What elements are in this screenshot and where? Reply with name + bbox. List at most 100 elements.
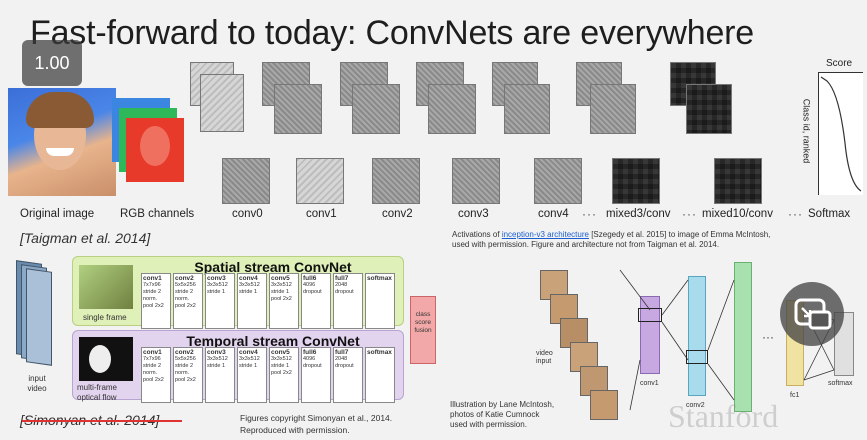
conv1-block [640,296,660,374]
temporal-layer-conv1-line: stride 2 [143,363,162,369]
spatial-layer-conv1-line: conv1 [143,275,162,282]
copyright-note: Figures copyright Simonyan et al., 2014.… [240,412,392,436]
illustration-line-2: photos of Katie Cumnock [450,410,540,419]
multi-frame-label: multi-frame optical flow [77,383,118,402]
spatial-stream-title: Spatial stream ConvNet [194,259,352,275]
conv2-kernel [686,350,708,364]
spatial-layer-conv2-line: norm. [175,296,190,302]
citation-strike [22,420,182,422]
label-conv1: conv1 [306,208,337,220]
label-dots-2: ··· [682,207,697,221]
citation-taigman: [Taigman et al. 2014] [20,230,151,246]
illustration-line-1: Illustration by Lane McIntosh, [450,400,555,409]
label-mixed3: mixed3/conv [606,208,671,220]
spatial-layer-conv3-line: stride 1 [207,289,226,295]
pip-icon [794,298,832,330]
net-softmax-label: softmax [828,380,853,387]
temporal-layer-conv2-line: stride 2 [175,363,194,369]
temporal-layer-conv1-line: norm. [143,370,158,376]
spatial-layer-conv3-line: conv3 [207,275,226,282]
temporal-layer-full6-line: dropout [303,363,322,369]
temporal-layer-conv4-line: stride 1 [239,363,258,369]
spatial-layer-conv5-line: stride 1 [271,289,290,295]
slide-title: Fast-forward to today: ConvNets are ever… [30,14,754,52]
temporal-layer-conv2-line: pool 2x2 [175,377,196,383]
net-dots: ··· [762,330,774,344]
temporal-layer-conv2-line: norm. [175,370,190,376]
label-conv2: conv2 [382,208,413,220]
illustration-line-3: used with permission. [450,420,527,429]
playback-speed-badge[interactable]: 1.00 [22,40,82,86]
temporal-layer-full6-line: full6 [303,349,317,356]
label-conv3: conv3 [458,208,489,220]
temporal-layer-softmax-line: softmax [367,349,392,356]
class-axis-label: Class id, ranked [801,98,812,164]
spatial-layer-conv1-line: norm. [143,296,158,302]
label-softmax: Softmax [808,208,851,220]
temporal-layer-full7-line: full7 [335,349,349,356]
spatial-layer-conv4-line: conv4 [239,275,258,282]
stanford-watermark: Stanford [668,398,779,434]
activations-note-3: used with permission. Figure and archite… [452,240,720,249]
spatial-layer-conv4-line: stride 1 [239,289,258,295]
temporal-layer-conv1-line: conv1 [143,349,162,356]
score-plot [818,72,863,195]
rgb-channel-red [126,118,184,182]
conv2-block [688,276,706,396]
spatial-layer-conv5-line: pool 2x2 [271,296,292,302]
temporal-layer-softmax: softmax [365,347,395,403]
temporal-layer-conv5-line: pool 2x2 [271,370,292,376]
score-label: Score [826,58,853,69]
spatial-layer-softmax: softmax [365,273,395,329]
net-conv2-label: conv2 [686,402,705,409]
temporal-stream-panel: Temporal stream ConvNet multi-frame opti… [72,330,404,403]
class-fusion-label: class score fusion [414,311,432,334]
label-conv0: conv0 [232,208,263,220]
single-frame-image [79,265,133,309]
temporal-layer-conv3-line: conv3 [207,349,226,356]
picture-in-picture-button[interactable] [780,282,844,346]
temporal-layer-full7-line: dropout [335,363,354,369]
temporal-layer-conv5-line: conv5 [271,349,290,356]
temporal-layer-conv5-line: stride 1 [271,363,290,369]
conv1-kernel [638,308,662,322]
label-dots-3: ··· [788,207,803,221]
spatial-layer-full6-line: 4096 [303,282,316,288]
spatial-layer-conv3-line: 3x3x512 [207,282,228,288]
activations-note: Activations of inception-v3 architecture… [452,230,862,250]
temporal-layer-conv3-line: stride 1 [207,363,226,369]
original-face-image [8,88,116,196]
spatial-layer-conv1-line: stride 2 [143,289,162,295]
illustration-credit: Illustration by Lane McIntosh, photos of… [450,400,554,430]
spatial-layer-conv2-line: 5x5x256 [175,282,196,288]
label-original-image: Original image [20,208,95,220]
temporal-layer-conv3-line: 3x3x512 [207,356,228,362]
spatial-layer-conv1-line: pool 2x2 [143,303,164,309]
copyright-line-2: Reproduced with permission. [240,425,350,435]
temporal-layer-conv5-line: 3x3x512 [271,356,292,362]
inception-v3-link[interactable]: inception-v3 architecture [501,230,589,239]
spatial-layer-conv4-line: 3x3x512 [239,282,260,288]
spatial-layer-full7-line: full7 [335,275,349,282]
single-frame-label: single frame [83,313,127,322]
activations-note-1: Activations of [452,230,500,239]
spatial-layer-full7-line: 2048 [335,282,348,288]
spatial-layer-conv5-line: 3x3x512 [271,282,292,288]
copyright-line-1: Figures copyright Simonyan et al., 2014. [240,413,393,423]
optical-flow-image [79,337,133,381]
score-curve [820,76,862,192]
spatial-layer-conv2-line: pool 2x2 [175,303,196,309]
activations-note-2: [Szegedy et al. 2015] to image of Emma M… [591,230,771,239]
spatial-layer-conv5-line: conv5 [271,275,290,282]
label-rgb-channels: RGB channels [120,208,195,220]
input-video-stack [16,260,52,366]
